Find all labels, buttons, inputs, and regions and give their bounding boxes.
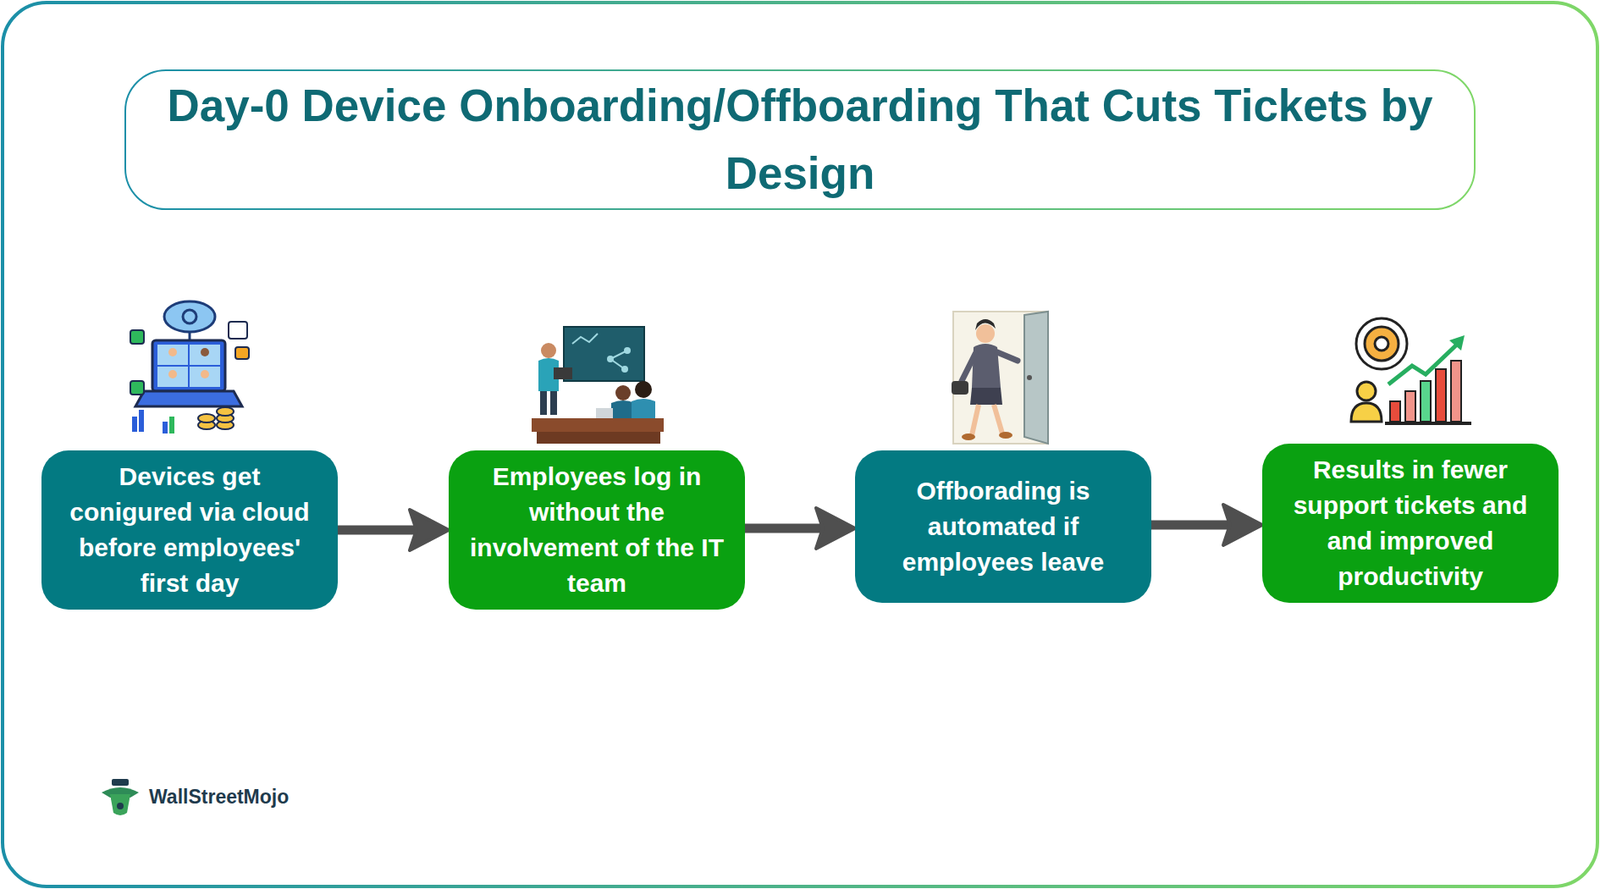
arrow-shaft <box>744 524 822 534</box>
video-pane <box>157 366 188 387</box>
arrow-head <box>1223 504 1263 546</box>
flow-arrow <box>1151 504 1263 546</box>
logo-mark <box>99 778 141 818</box>
board-chart <box>572 333 598 344</box>
trend-head <box>1449 335 1465 351</box>
board <box>563 326 645 381</box>
bar <box>1390 401 1401 422</box>
gear-hole <box>1374 336 1389 351</box>
growth-icon <box>1347 313 1475 437</box>
door-knob <box>1026 375 1032 381</box>
leaving-employee-icon <box>941 309 1060 446</box>
coin <box>216 407 234 416</box>
leg <box>971 404 979 436</box>
shoe <box>998 431 1013 439</box>
person-body <box>611 400 635 420</box>
process-box: Offborading is automated if employees le… <box>855 450 1152 603</box>
leg <box>993 404 1003 434</box>
skirt <box>970 387 1003 405</box>
arrow-head <box>816 507 856 549</box>
video-pane <box>157 344 188 365</box>
person-leg <box>540 391 547 415</box>
laptop <box>553 367 573 380</box>
person-leg <box>550 391 558 415</box>
person-head <box>540 342 557 359</box>
gear-outline <box>1356 318 1407 370</box>
board-line <box>610 350 628 359</box>
desk-top <box>531 418 664 432</box>
bar <box>138 409 144 432</box>
bar <box>132 416 138 432</box>
video-pane <box>189 344 221 365</box>
flow-arrow <box>744 507 856 549</box>
door-frame <box>953 311 1049 444</box>
person-head <box>200 369 210 379</box>
arrow-shaft <box>337 525 415 536</box>
arm <box>997 352 1018 361</box>
logo-face <box>110 794 131 816</box>
box-text: Results in fewer support tickets and and… <box>1275 452 1545 595</box>
process-box: Devices get conigured via cloud before e… <box>41 450 338 610</box>
bar <box>162 421 168 434</box>
laptop <box>595 408 613 419</box>
check-box <box>130 330 144 344</box>
check-box <box>130 380 144 395</box>
arm <box>961 353 976 381</box>
sync-symbol <box>182 309 197 324</box>
bar <box>1405 391 1416 422</box>
cloud-laptop-icon <box>128 297 252 447</box>
bar <box>1420 380 1431 422</box>
box-text: Offborading is automated if employees le… <box>868 473 1138 580</box>
laptop-screen <box>152 340 226 392</box>
title-box: Day-0 Device Onboarding/Offboarding That… <box>124 69 1476 210</box>
chat-bubble <box>235 347 249 359</box>
arrow-shaft <box>1151 520 1229 530</box>
gear <box>1364 326 1399 361</box>
person-head <box>168 347 177 357</box>
logo-nose <box>116 802 124 810</box>
open-door <box>1024 311 1049 444</box>
bag <box>951 380 969 395</box>
box-text: Employees log in without the involvement… <box>462 458 732 602</box>
person-head <box>634 380 652 398</box>
person-head <box>615 385 631 401</box>
laptop-base <box>135 391 243 407</box>
video-pane <box>189 366 221 387</box>
cloud <box>164 301 216 332</box>
calendar <box>228 321 248 339</box>
logo-text: WallStreetMojo <box>148 785 289 809</box>
person-head <box>1357 381 1376 401</box>
coin <box>198 413 216 423</box>
hair <box>975 319 996 331</box>
title-border <box>125 70 1475 210</box>
person-body <box>1351 402 1382 422</box>
team-meeting-icon <box>529 325 666 446</box>
person-head <box>168 369 177 379</box>
board-line <box>610 358 625 370</box>
title: Day-0 Device Onboarding/Offboarding That… <box>139 71 1461 208</box>
process-box: Results in fewer support tickets and and… <box>1262 443 1559 603</box>
person-head <box>200 347 210 357</box>
person-head <box>976 324 995 343</box>
bar <box>1435 369 1446 422</box>
arrow-head <box>409 509 449 551</box>
bar <box>1451 360 1462 422</box>
process-box: Employees log in without the involvement… <box>448 450 745 610</box>
logo-hat <box>111 778 129 786</box>
bar <box>169 416 175 434</box>
desk-front <box>536 431 661 444</box>
flow-arrow <box>337 509 449 551</box>
person-body <box>631 398 656 420</box>
trend-line <box>1388 342 1460 385</box>
shoe <box>961 433 976 441</box>
axis <box>1384 421 1472 425</box>
box-text: Devices get conigured via cloud before e… <box>55 458 325 602</box>
